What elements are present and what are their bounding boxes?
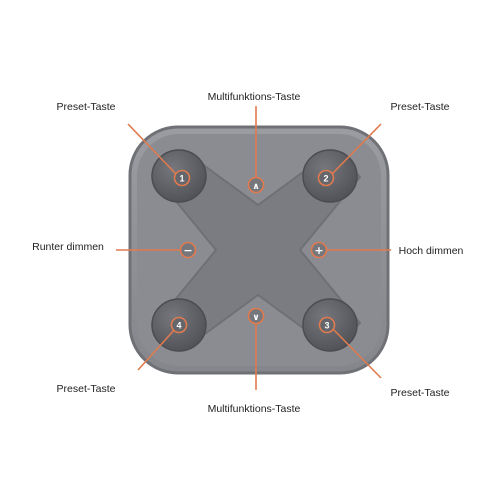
up-symbol: ∧ (252, 182, 259, 192)
label-dim-down: Runter dimmen (32, 241, 104, 253)
callout-lines (116, 106, 391, 390)
marker-preset-2: 2 (317, 169, 335, 187)
callout-line-preset-3 (331, 327, 382, 379)
minus-symbol: − (183, 244, 192, 257)
marker-preset-1: 1 (173, 169, 191, 187)
marker-dim-up-button[interactable]: + (310, 241, 328, 259)
marker-preset-3: 3 (318, 316, 336, 334)
label-preset-top-right: Preset-Taste (391, 101, 450, 113)
plus-symbol: + (314, 244, 323, 257)
label-preset-bottom-left: Preset-Taste (57, 383, 116, 395)
callout-line-preset-2 (331, 123, 382, 175)
label-bottom-multifunction: Multifunktions-Taste (208, 403, 301, 415)
marker-preset-1-label: 1 (179, 174, 184, 184)
marker-preset-3-label: 3 (324, 321, 329, 331)
marker-preset-4-label: 4 (176, 321, 181, 331)
label-preset-top-left: Preset-Taste (57, 101, 116, 113)
marker-up-button[interactable]: ∧ (247, 176, 265, 194)
marker-down-button[interactable]: ∨ (247, 307, 265, 325)
label-top-multifunction: Multifunktions-Taste (208, 91, 301, 103)
label-dim-up: Hoch dimmen (399, 245, 464, 257)
marker-preset-2-label: 2 (323, 174, 328, 184)
callout-line-preset-4 (137, 327, 177, 371)
marker-dim-down-button[interactable]: − (179, 241, 197, 259)
callout-line-preset-1 (127, 123, 177, 175)
label-preset-bottom-right: Preset-Taste (391, 387, 450, 399)
down-symbol: ∨ (252, 313, 259, 323)
marker-preset-4: 4 (170, 316, 188, 334)
